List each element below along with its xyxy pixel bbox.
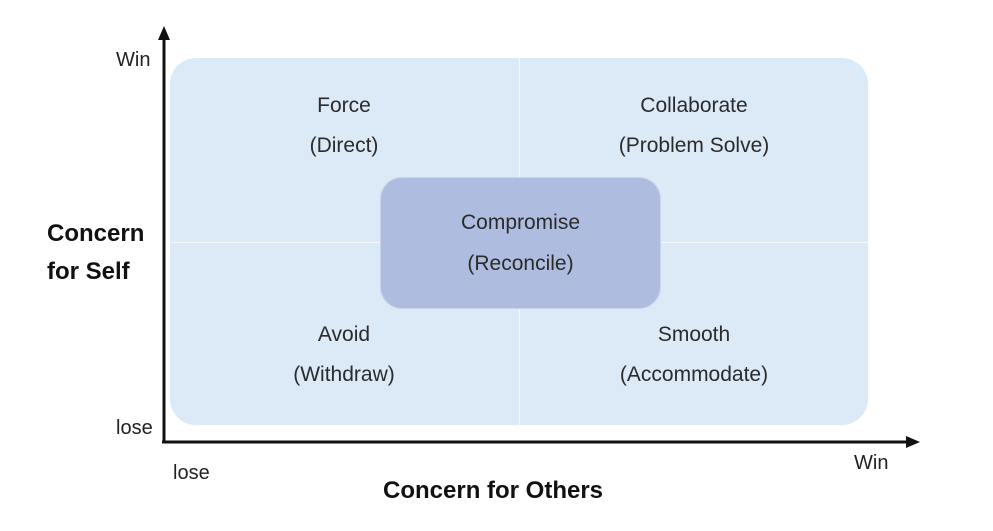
quadrant-top-right: Collaborate (Problem Solve) — [544, 86, 844, 166]
y-axis-title: Concern for Self — [47, 215, 144, 291]
x-axis-title: Concern for Others — [383, 477, 604, 504]
quadrant-bottom-right: Smooth (Accommodate) — [544, 315, 844, 395]
y-axis-arrow-icon — [158, 26, 170, 40]
y-axis-bottom-label: lose — [116, 417, 153, 439]
quadrant-subtitle: (Direct) — [309, 134, 379, 157]
center-title: Compromise — [460, 211, 581, 234]
x-axis-right-label: Win — [854, 452, 889, 474]
quadrant-title: Smooth — [657, 323, 731, 346]
quadrant-title: Collaborate — [640, 94, 748, 117]
quadrant-top-left: Force (Direct) — [194, 86, 494, 166]
y-axis-top-label: Win — [116, 49, 151, 71]
x-axis-left-label: lose — [173, 462, 210, 484]
y-axis-title-line2: for Self — [47, 258, 130, 285]
y-axis-title-line1: Concern — [47, 220, 145, 247]
x-axis-arrow-icon — [906, 436, 920, 448]
quadrant-title: Avoid — [317, 323, 371, 346]
quadrant-title: Force — [317, 94, 371, 117]
center-compromise-box: Compromise (Reconcile) — [380, 177, 661, 309]
quadrant-subtitle: (Problem Solve) — [618, 134, 770, 157]
quadrant-bottom-left: Avoid (Withdraw) — [194, 315, 494, 395]
quadrant-subtitle: (Withdraw) — [293, 363, 395, 386]
center-subtitle: (Reconcile) — [467, 252, 574, 275]
quadrant-subtitle: (Accommodate) — [619, 363, 769, 386]
